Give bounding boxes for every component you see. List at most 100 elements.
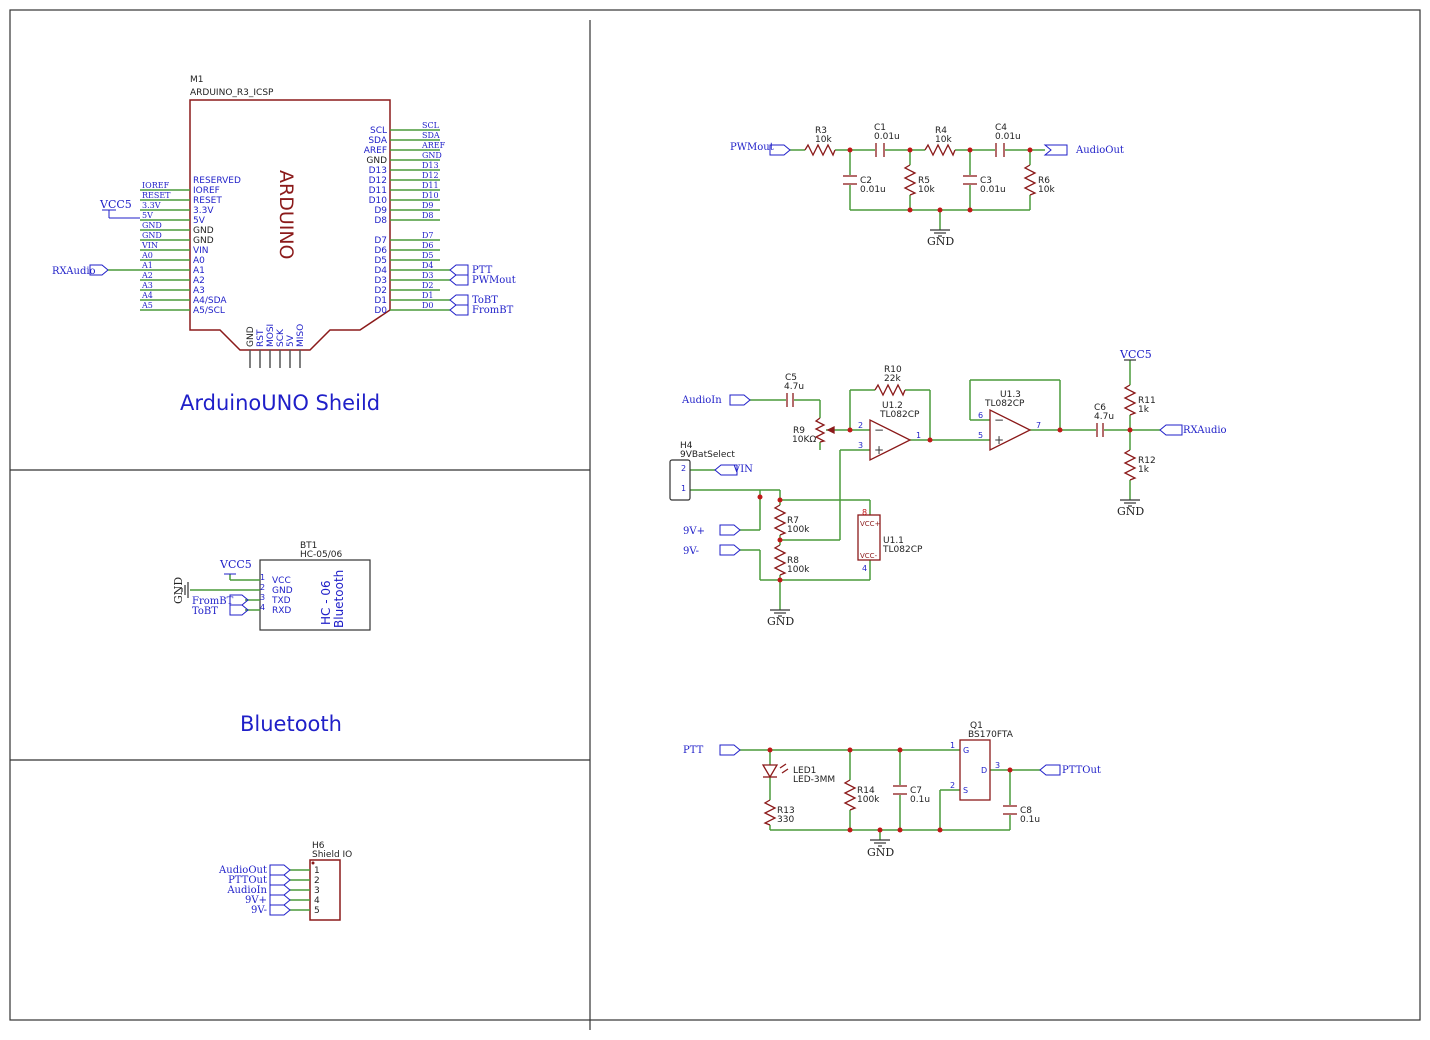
svg-text:1k: 1k [1138, 405, 1150, 415]
svg-text:6: 6 [978, 411, 983, 420]
shield-io-port-flag [269, 884, 291, 896]
arduino-right-net-label: D3 [422, 271, 434, 280]
bt-gnd-symbol [181, 582, 189, 598]
svg-text:Bluetooth: Bluetooth [332, 570, 346, 628]
svg-text:LED1: LED1 [793, 766, 816, 776]
arduino-right-net-label: AREF [421, 141, 446, 150]
svg-text:3: 3 [995, 761, 1000, 770]
svg-text:R11: R11 [1138, 396, 1156, 406]
arduino-left-net-label: VIN [141, 241, 158, 250]
shield-io-pin-number: 4 [314, 896, 320, 906]
svg-text:GND: GND [1117, 505, 1144, 518]
svg-text:1: 1 [260, 573, 265, 582]
arduino-body [189, 99, 391, 351]
svg-text:TL082CP: TL082CP [879, 410, 920, 420]
svg-text:PWMout: PWMout [472, 275, 516, 286]
svg-text:H4: H4 [680, 441, 693, 451]
svg-text:ToBT: ToBT [192, 606, 218, 617]
arduino-right-pin-name: D3 [374, 276, 387, 286]
svg-text:H6: H6 [312, 841, 325, 851]
svg-text:R13: R13 [777, 806, 795, 816]
shield-io-port-flag [269, 874, 291, 886]
svg-text:VCC5: VCC5 [219, 558, 252, 571]
svg-text:1k: 1k [1138, 465, 1150, 475]
svg-text:GND: GND [927, 235, 954, 248]
svg-text:2: 2 [681, 464, 686, 473]
svg-text:C5: C5 [785, 373, 797, 383]
svg-text:10k: 10k [1038, 185, 1055, 195]
arduino-left-net-label: GND [142, 231, 162, 240]
svg-text:0.01u: 0.01u [980, 185, 1006, 195]
svg-text:FromBT: FromBT [472, 305, 514, 316]
svg-text:R14: R14 [857, 786, 875, 796]
svg-text:C7: C7 [910, 786, 922, 796]
svg-text:R9: R9 [793, 426, 805, 436]
shield-io-pin-number: 2 [314, 876, 320, 886]
arduino-right-net-label: D8 [422, 211, 434, 220]
svg-text:VCC5: VCC5 [1119, 348, 1152, 361]
arduino-right-net-label: D0 [422, 301, 434, 310]
svg-text:U1.2: U1.2 [882, 401, 903, 411]
svg-text:RXAudio: RXAudio [52, 266, 96, 277]
arduino-left-pin-name: A4/SDA [193, 296, 227, 306]
svg-text:GND: GND [767, 615, 794, 628]
arduino-right-net-label: D11 [422, 181, 439, 190]
arduino-right-net-label: D9 [422, 201, 434, 210]
arduino-right-net-label: D6 [422, 241, 434, 250]
shield-io-port-flag [269, 864, 291, 876]
arduino-bottom-pin-name: MOSI [266, 324, 276, 347]
svg-text:C1: C1 [874, 123, 886, 133]
svg-text:R6: R6 [1038, 176, 1050, 186]
arduino-right-pin-name: D0 [374, 306, 387, 316]
svg-text:C3: C3 [980, 176, 992, 186]
arduino-right-pin-name: D1 [374, 296, 387, 306]
arduino-body-text: ARDUINO [275, 170, 297, 260]
svg-text:4: 4 [260, 603, 265, 612]
arduino-left-net-label: A0 [141, 251, 153, 260]
bluetooth-module: BT1 HC-05/06 HC - 06 Bluetooth VCC GND T… [172, 541, 371, 631]
svg-text:HC-05/06: HC-05/06 [300, 550, 343, 560]
arduino-left-pin-name: VIN [193, 246, 209, 256]
arduino-bottom-pin-name: MISO [296, 324, 306, 347]
svg-text:U1.1: U1.1 [883, 536, 904, 546]
svg-text:5: 5 [978, 431, 983, 440]
svg-text:PTTOut: PTTOut [1062, 765, 1101, 776]
shield-io-port-label: AudioIn [226, 885, 267, 896]
arduino-section-title: ArduinoUNO Sheild [180, 391, 380, 415]
arduino-left-net-label: A4 [141, 291, 153, 300]
arduino-right-net-label: D10 [422, 191, 439, 200]
arduino-left-net-label: A3 [141, 281, 153, 290]
svg-text:TXD: TXD [271, 596, 291, 606]
arduino-left-pin-name: A1 [193, 266, 205, 276]
svg-text:+: + [874, 443, 884, 457]
svg-text:C4: C4 [995, 123, 1007, 133]
svg-text:VIN: VIN [732, 464, 753, 475]
arduino-left-pin-name: IOREF [193, 186, 220, 196]
svg-text:Q1: Q1 [970, 721, 983, 731]
arduino-left-net-label: 5V [142, 211, 153, 220]
shield-io-port-label: 9V+ [245, 895, 267, 906]
svg-text:1: 1 [916, 431, 921, 440]
svg-text:GND: GND [272, 586, 293, 596]
svg-text:AudioIn: AudioIn [681, 395, 722, 406]
svg-text:PTT: PTT [683, 745, 704, 756]
svg-text:PTT: PTT [472, 265, 493, 276]
svg-text:G: G [963, 746, 969, 755]
arduino-left-pin-name: A2 [193, 276, 205, 286]
arduino-left-pin-name: GND [193, 226, 214, 236]
arduino-left-pin-name: RESERVED [193, 176, 241, 186]
arduino-right-pin-name: D6 [374, 246, 387, 256]
arduino-left-pins: RESERVEDIOREFIOREFRESETRESET3.3V3.3V5V5V… [140, 176, 241, 316]
svg-text:VCC-: VCC- [860, 552, 878, 560]
svg-text:100k: 100k [857, 795, 880, 805]
arduino-module: M1 ARDUINO_R3_ICSP ARDUINO RESERVEDIOREF… [52, 75, 516, 368]
svg-text:10k: 10k [918, 185, 935, 195]
arduino-left-net-label: A1 [141, 261, 153, 270]
svg-text:R10: R10 [884, 365, 902, 375]
arduino-right-net-label: D7 [422, 231, 434, 240]
svg-text:4.7u: 4.7u [784, 382, 804, 392]
svg-text:U1.3: U1.3 [1000, 390, 1021, 400]
arduino-left-pin-name: RESET [193, 196, 222, 206]
shield-io-port-label: 9V- [251, 905, 267, 916]
